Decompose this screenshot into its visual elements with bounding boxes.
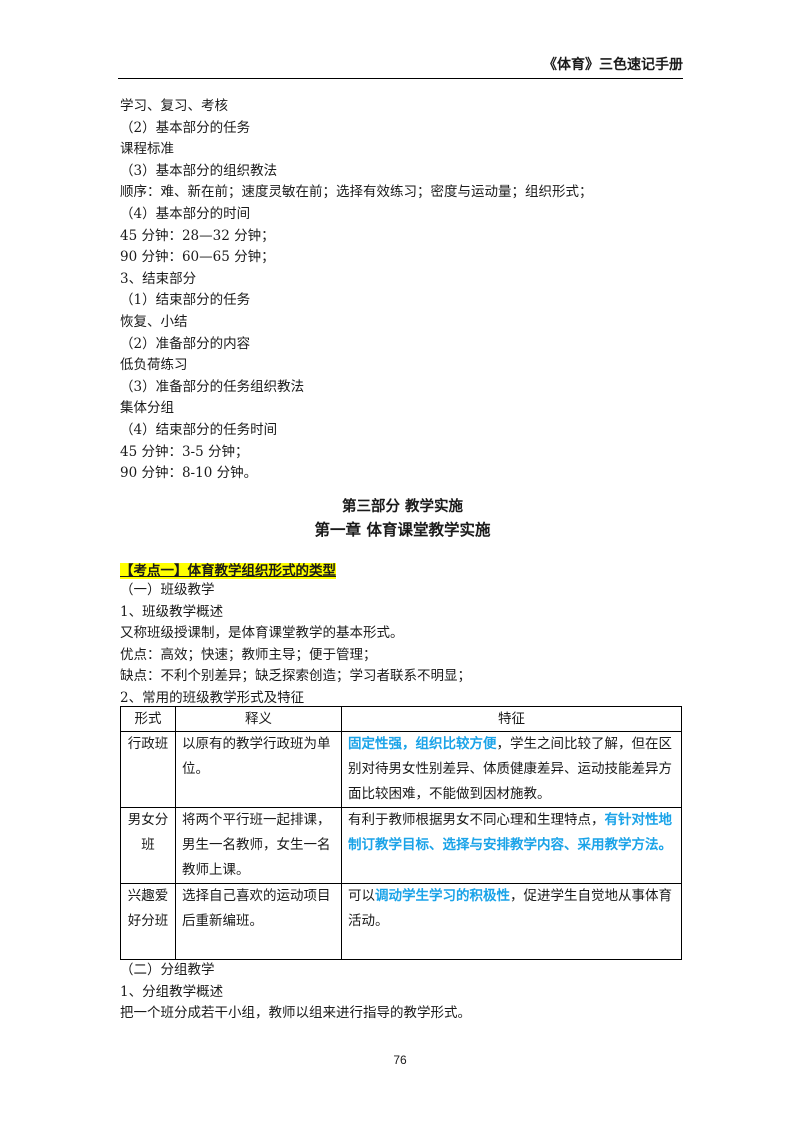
- text-line: （1）结束部分的任务: [120, 292, 251, 309]
- feature-text: ，促进学生自觉地从事体育活动。: [348, 888, 672, 929]
- key-point-heading: 【考点一】体育教学组织形式的类型: [120, 561, 336, 581]
- feature-highlight: 固定性强，组织比较方便: [348, 736, 497, 752]
- table-header-row: 形式 释义 特征: [120, 706, 682, 732]
- table-row: 兴趣爱好分班 选择自己喜欢的运动项目后重新编班。 可以调动学生学习的积极性，促进…: [120, 883, 682, 960]
- cell-feature: 有利于教师根据男女不同心理和生理特点，有针对性地制订教学目标、选择与安排教学内容…: [341, 807, 682, 884]
- text-line: （4）结束部分的任务时间: [120, 421, 278, 438]
- feature-text: 可以: [348, 888, 375, 904]
- text-line: 优点：高效；快速；教师主导；便于管理；: [120, 646, 377, 663]
- cell-definition: 选择自己喜欢的运动项目后重新编班。: [175, 883, 342, 960]
- cell-feature: 可以调动学生学习的积极性，促进学生自觉地从事体育活动。: [341, 883, 682, 960]
- feature-highlight: 调动学生学习的积极性: [375, 888, 510, 904]
- text-line: （4）基本部分的时间: [120, 205, 251, 222]
- cell-feature: 固定性强，组织比较方便，学生之间比较了解，但在区别对待男女性别差异、体质健康差异…: [341, 731, 682, 808]
- text-line: 又称班级授课制，是体育课堂教学的基本形式。: [120, 625, 404, 642]
- text-line: 45 分钟：3-5 分钟；: [120, 443, 249, 460]
- feature-text: 有利于教师根据男女不同心理和生理特点，: [348, 812, 605, 828]
- text-line: （一）班级教学: [120, 582, 215, 598]
- text-line: 3、结束部分: [120, 270, 197, 287]
- text-line: 低负荷练习: [120, 357, 188, 374]
- feature-text: ，学生之间比较了解，但在区别对待男女性别差异、体质健康差异、运动技能差异方面比较…: [348, 736, 672, 802]
- table-row: 行政班 以原有的教学行政班为单位。 固定性强，组织比较方便，学生之间比较了解，但…: [120, 731, 682, 808]
- cell-form: 兴趣爱好分班: [120, 883, 176, 960]
- cell-definition: 将两个平行班一起排课，男生一名教师，女生一名教师上课。: [175, 807, 342, 884]
- feature-highlight: 有针对性地制订教学目标、选择与安排教学内容、采用教学方法。: [348, 812, 672, 853]
- page-number: 76: [393, 1053, 407, 1067]
- text-line: 把一个班分成若干小组，教师以组来进行指导的教学形式。: [120, 1005, 471, 1022]
- page-header: 《体育》三色速记手册: [118, 56, 683, 79]
- group-teaching-section: （二）分组教学 1、分组教学概述 把一个班分成若干小组，教师以组来进行指导的教学…: [120, 960, 685, 1025]
- text-line: （3）基本部分的组织教法: [120, 162, 278, 179]
- text-line: （2）准备部分的内容: [120, 335, 251, 352]
- header-title: 《体育》三色速记手册: [543, 57, 683, 73]
- text-line: 1、分组教学概述: [120, 983, 224, 1000]
- top-text-block: 学习、复习、考核 （2）基本部分的任务 课程标准 （3）基本部分的组织教法 顺序…: [120, 96, 685, 485]
- header-form: 形式: [120, 706, 176, 732]
- cell-definition: 以原有的教学行政班为单位。: [175, 731, 342, 808]
- header-definition: 释义: [175, 706, 342, 732]
- header-feature: 特征: [341, 706, 682, 732]
- chapter-title: 第一章 体育课堂教学实施: [314, 521, 491, 539]
- text-line: （3）准备部分的任务组织教法: [120, 378, 305, 395]
- cell-form: 行政班: [120, 731, 176, 808]
- text-line: 集体分组: [120, 400, 174, 417]
- text-line: 45 分钟：28—32 分钟；: [120, 227, 275, 244]
- text-line: 1、班级教学概述: [120, 603, 224, 620]
- text-line: 2、常用的班级教学形式及特征: [120, 689, 305, 706]
- text-line: 恢复、小结: [120, 313, 188, 330]
- class-teaching-section: （一）班级教学 1、班级教学概述 又称班级授课制，是体育课堂教学的基本形式。 优…: [120, 580, 685, 710]
- text-line: （二）分组教学: [120, 962, 215, 978]
- text-line: 90 分钟：8-10 分钟。: [120, 465, 258, 482]
- cell-form: 男女分班: [120, 807, 176, 884]
- text-line: （2）基本部分的任务: [120, 119, 251, 136]
- table-row: 男女分班 将两个平行班一起排课，男生一名教师，女生一名教师上课。 有利于教师根据…: [120, 807, 682, 884]
- class-forms-table: 形式 释义 特征 行政班 以原有的教学行政班为单位。 固定性强，组织比较方便，学…: [120, 706, 682, 960]
- text-line: 课程标准: [120, 141, 174, 158]
- key-point-label: 【考点一】体育教学组织形式的类型: [120, 563, 336, 579]
- text-line: 顺序：难、新在前；速度灵敏在前；选择有效练习；密度与运动量；组织形式；: [120, 184, 593, 201]
- text-line: 缺点：不利个别差异；缺乏探索创造；学习者联系不明显；: [120, 668, 471, 685]
- part-title: 第三部分 教学实施: [341, 499, 464, 515]
- text-line: 学习、复习、考核: [120, 98, 228, 114]
- text-line: 90 分钟：60—65 分钟；: [120, 249, 275, 266]
